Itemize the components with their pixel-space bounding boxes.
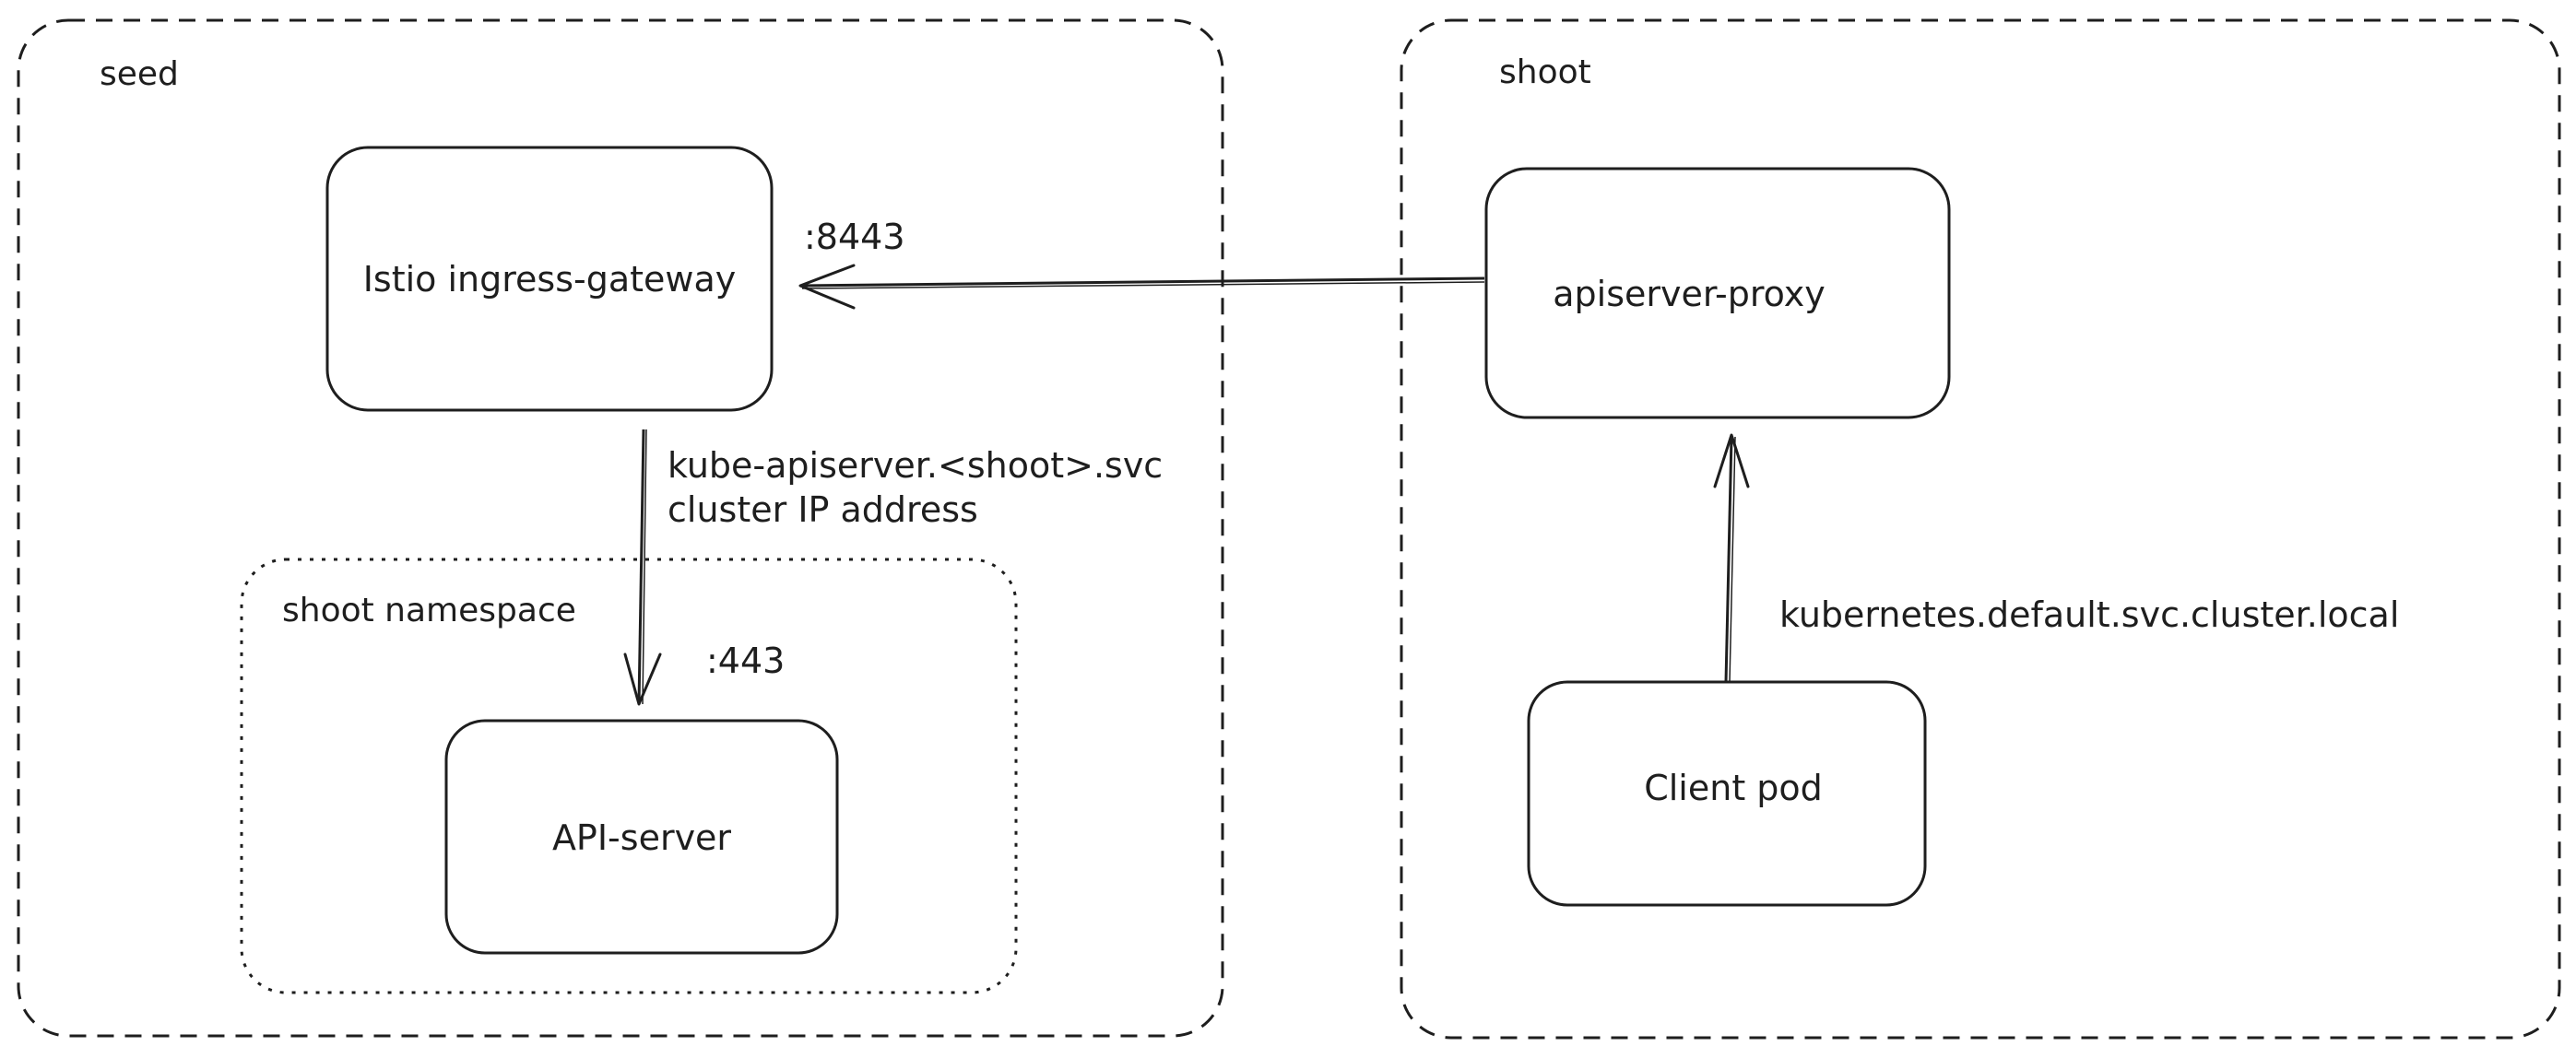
shoot-frame: shoot [1400,18,2561,1040]
gateway-to-apiserver-label-line2: cluster IP address [668,489,978,530]
proxy-to-gateway-line-sketch [801,281,1485,289]
client-pod-label: Client pod [1644,768,1823,808]
apiserver-port-label: :443 [706,641,785,681]
proxy-to-gateway-arrowhead [798,264,856,310]
gateway-to-apiserver-label-line1: kube-apiserver.<shoot>.svc [668,445,1163,486]
shoot-frame-border [1400,18,2561,1040]
proxy-to-gateway-arrow: :8443 [798,217,1485,310]
shoot-namespace-frame: shoot namespace [240,558,1018,994]
shoot-frame-label: shoot [1499,53,1591,91]
istio-gateway-node: Istio ingress-gateway [325,146,774,412]
istio-gateway-label: Istio ingress-gateway [363,259,737,300]
apiserver-proxy-box [1484,167,1951,419]
apiserver-proxy-label: apiserver-proxy [1553,274,1826,314]
gateway-port-label: :8443 [804,217,905,257]
istio-gateway-box [325,146,774,412]
apiserver-proxy-node: apiserver-proxy [1484,167,1951,419]
client-to-proxy-arrowhead [1713,433,1750,488]
api-server-box [444,719,839,955]
api-server-node: API-server [444,719,839,955]
client-to-proxy-line [1724,436,1733,683]
shoot-namespace-frame-border [240,558,1018,994]
gateway-to-apiserver-arrowhead [623,652,662,706]
client-to-proxy-label: kubernetes.default.svc.cluster.local [1779,594,2399,635]
seed-frame-label: seed [100,55,179,93]
proxy-to-gateway-line [799,276,1485,288]
gateway-to-apiserver-line-sketch [642,429,647,705]
gateway-to-apiserver-line [637,429,645,705]
gateway-to-apiserver-arrow: kube-apiserver.<shoot>.svc cluster IP ad… [623,429,1163,706]
client-pod-node: Client pod [1527,680,1927,907]
seed-frame-border [17,18,1224,1038]
seed-frame: seed [17,18,1224,1038]
client-to-proxy-arrow: kubernetes.default.svc.cluster.local [1713,433,2399,683]
api-server-label: API-server [552,817,731,858]
client-to-proxy-line-sketch [1729,436,1736,683]
shoot-namespace-frame-label: shoot namespace [282,592,576,629]
